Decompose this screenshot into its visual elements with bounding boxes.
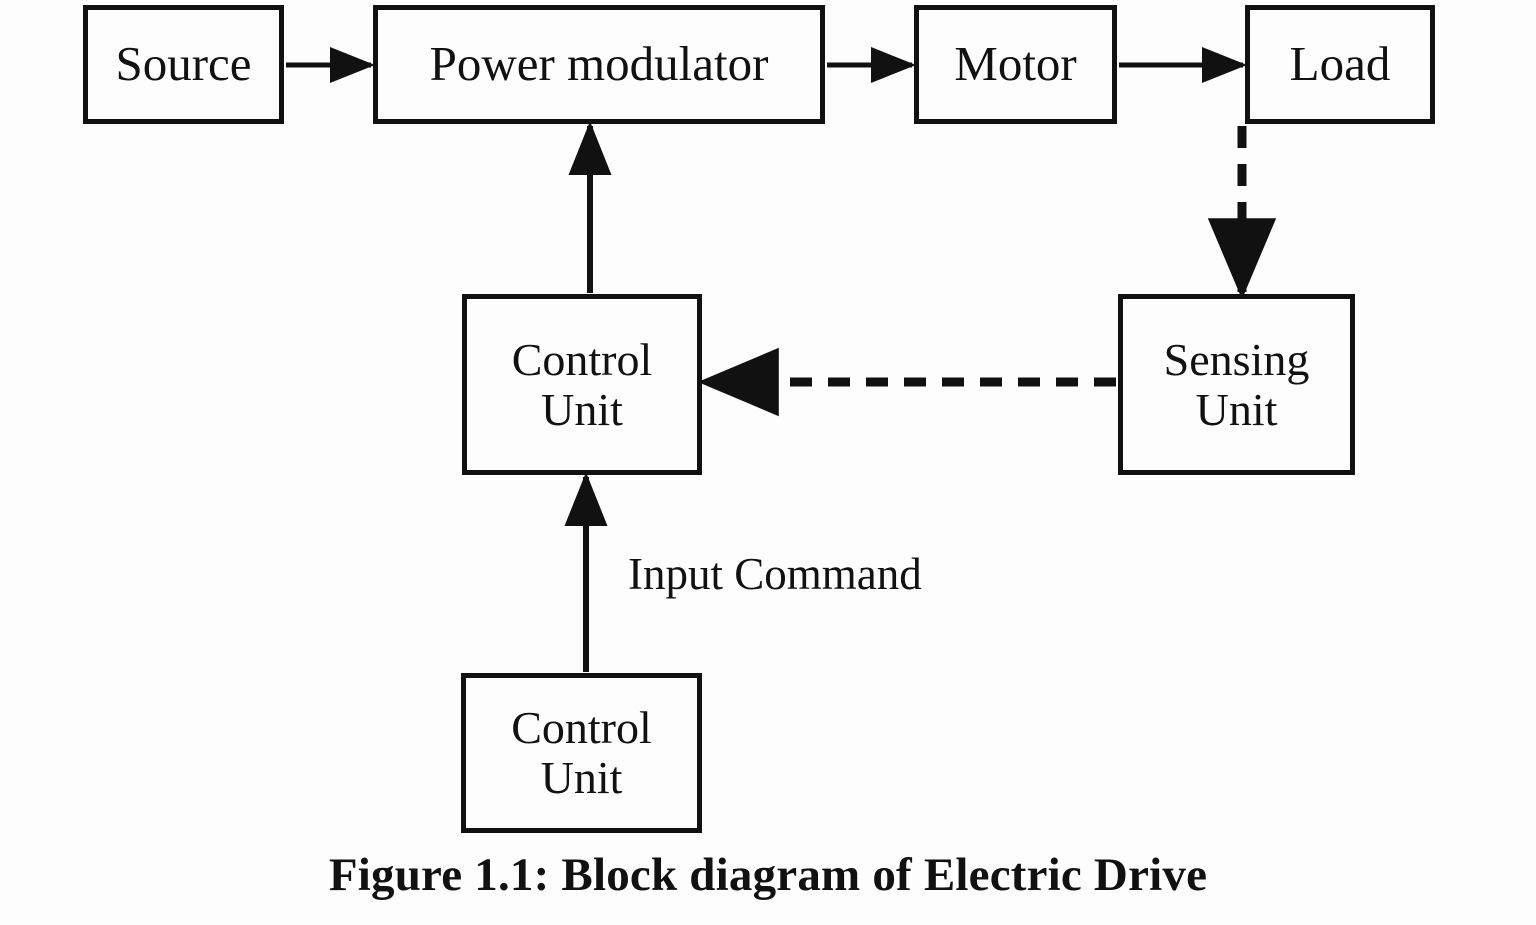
block-control-unit-middle-label-line1: Control [511,333,653,385]
block-control-unit-bottom-label-line1: Control [511,702,652,754]
block-source[interactable]: Source [83,5,284,124]
block-power-modulator-label: Power modulator [429,36,769,92]
edge-label-input-command: Input Command [628,549,922,599]
figure-caption: Figure 1.1: Block diagram of Electric Dr… [328,849,1208,901]
block-sensing-unit-label-line1: Sensing [1163,333,1310,385]
block-source-label: Source [115,36,252,92]
block-motor-label: Motor [954,36,1077,92]
block-sensing-unit-label-line2: Unit [1195,383,1278,435]
block-load[interactable]: Load [1245,5,1435,124]
block-control-unit-middle-label-line2: Unit [541,383,623,435]
block-control-unit-bottom-label-line2: Unit [540,752,623,803]
block-control-unit-bottom[interactable]: Control Unit [461,673,702,833]
block-sensing-unit[interactable]: Sensing Unit [1118,294,1355,475]
block-load-label: Load [1289,36,1391,92]
block-power-modulator[interactable]: Power modulator [373,5,825,124]
block-motor[interactable]: Motor [914,5,1117,124]
block-control-unit-middle[interactable]: Control Unit [462,294,702,475]
